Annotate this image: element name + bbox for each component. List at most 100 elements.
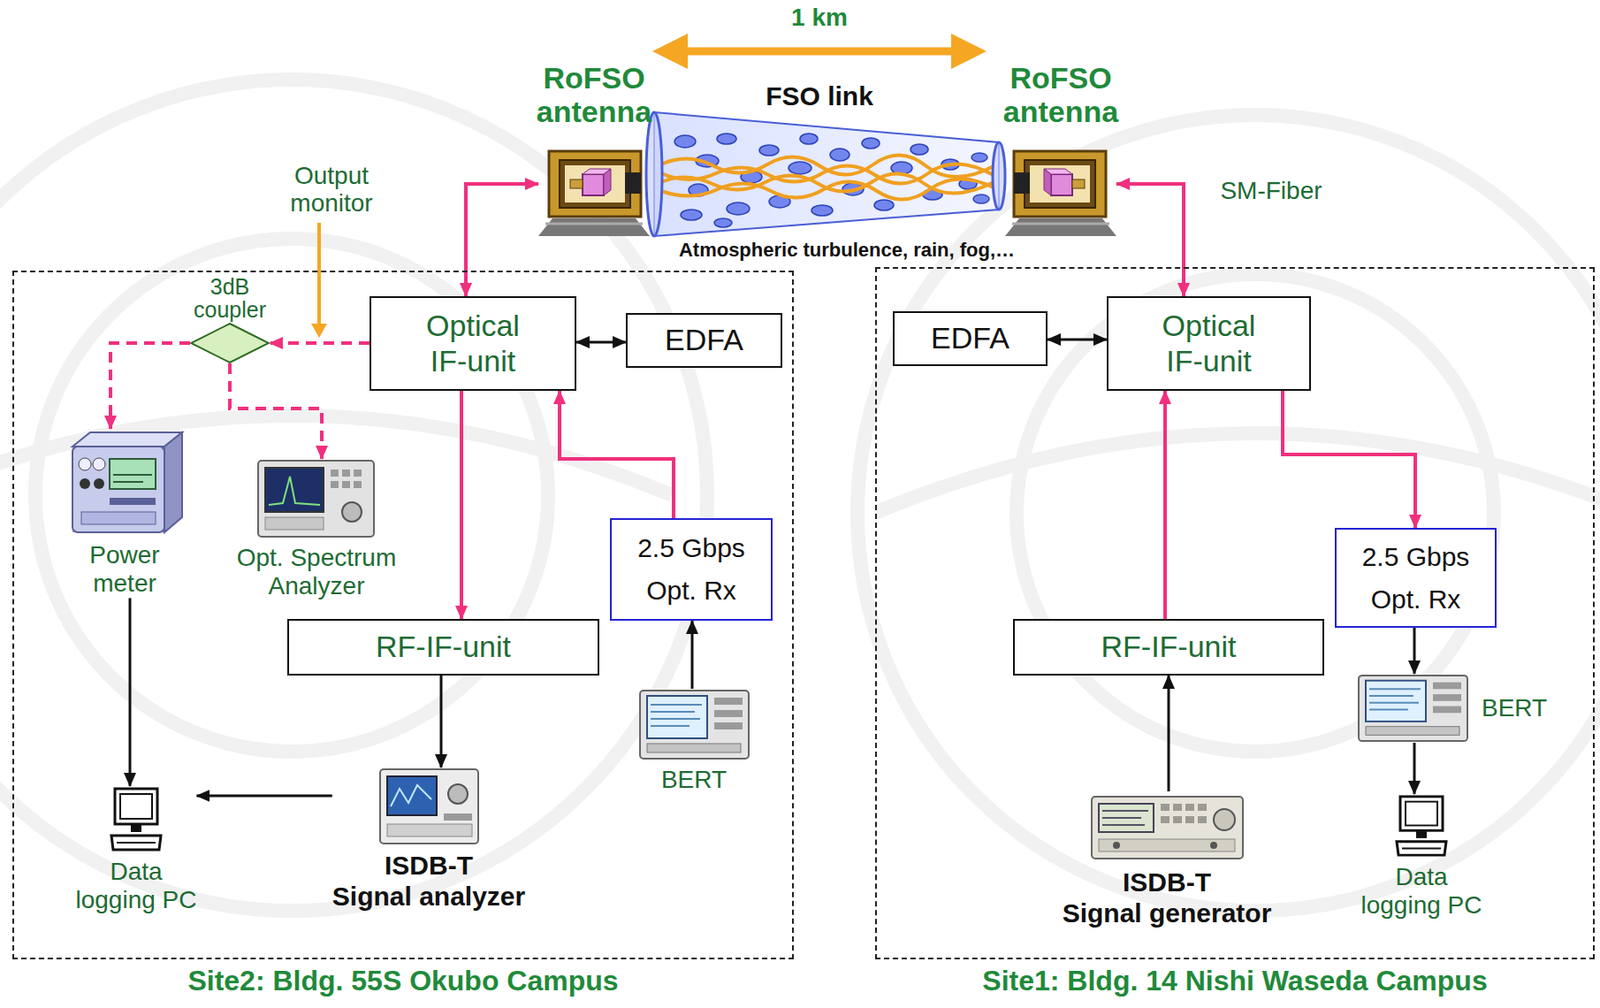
signal-generator-icon-part [1185,815,1195,823]
process-box: EDFA [625,312,783,368]
antenna-picture-part [564,165,625,203]
antenna-picture-part [538,218,650,237]
distance-arrow [652,33,987,69]
bert-instrument-text: BERT [661,765,727,794]
logging-pc-icon-part [1401,846,1441,849]
electrical-connector [1413,627,1417,674]
fso-beam-part [714,218,732,228]
signal-analyzer-icon-part [387,823,473,837]
logging-pc-icon-part [107,785,165,853]
fso-beam-part [726,202,750,215]
monitor-pointer [311,222,328,338]
power-meter-icon-part [63,428,187,536]
rofso-antenna: RoFSO antenna [538,147,650,237]
electrical-connector [1167,675,1171,792]
bert-instrument-icon-part [640,690,749,759]
electrical-connector [576,341,626,344]
signal-analyzer: ISDB-T Signal analyzer [332,767,526,912]
fso-beam-part [800,133,818,145]
fso-beam-part [759,144,779,156]
spectrum-analyzer-icon-part [330,469,362,488]
monitor-pointer-part [311,323,328,338]
power-meter-icon-part [78,457,92,471]
optical-connector [1116,183,1184,297]
signal-generator-icon-part [1160,803,1207,823]
watermark-part [0,79,708,911]
antenna-picture-part [1029,165,1090,203]
logging-pc-icon-part [120,793,153,819]
spectrum-analyzer-icon-part [342,480,351,488]
process-box-text: EDFA [664,322,744,358]
fso-beam-part [661,178,994,199]
process-box-text: Optical IF-unit [426,308,520,378]
bert-instrument-icon-part [1432,706,1462,714]
logging-pc-icon-part [111,835,161,850]
bert-instrument-icon-part [1358,675,1468,741]
bert-instrument-icon-part [714,697,743,705]
signal-analyzer-text: ISDB-T Signal analyzer [332,850,526,912]
bert-instrument-icon-part [1356,673,1470,743]
antenna-picture-part [624,172,641,194]
watermark-part [857,114,1600,911]
fso-beam-part [654,112,999,237]
logging-pc-icon-part [1396,841,1447,855]
watermark-part [1016,274,1494,752]
electrical-connector [691,620,694,689]
electrical-connector [440,675,443,768]
watermark [0,79,1600,911]
logging-pc: Data logging PC [1361,793,1483,920]
fso-beam-part [661,154,994,199]
bert-instrument-icon [1356,673,1470,743]
spectrum-analyzer-icon-part [258,460,374,537]
logging-pc-icon-part [130,823,142,832]
process-box-text: EDFA [930,320,1010,356]
signal-generator-icon-part [1102,810,1149,825]
power-meter-icon-part [93,478,105,489]
spectrum-analyzer-icon-part [353,469,362,477]
optical-connector [110,342,191,429]
signal-analyzer-icon-part [390,784,432,807]
process-box: Optical IF-unit [369,296,577,391]
antenna-picture-part [545,222,643,226]
spectrum-analyzer-icon-part [256,458,376,539]
signal-generator-icon-part [1160,803,1170,811]
power-meter-icon-part [113,474,153,482]
fso-beam-part [674,133,990,228]
bert-instrument-icon-part [1432,682,1462,690]
optical-connector [465,183,539,297]
coupler-shape-part [190,323,269,363]
signal-generator-icon-part [1089,791,1245,862]
antenna-picture-part [538,147,650,237]
bert-instrument-icon-part [647,743,741,753]
site-region: Site1: Bldg. 14 Nishi Waseda CampusEDFAO… [875,266,1595,960]
signal-generator-icon-part [1098,803,1154,832]
receiver-box: 2.5 Gbps Opt. Rx [609,518,773,621]
power-meter-icon-part [72,432,183,533]
antenna-picture-part [1024,160,1096,208]
process-box: Optical IF-unit [1106,296,1311,391]
fso-beam-part [992,142,1006,210]
antenna-picture [1005,147,1117,237]
bert-instrument-icon [638,688,751,761]
signal-analyzer-icon-part [378,767,480,846]
optical-connector [459,390,464,619]
fso-beam-part [861,137,880,149]
antenna-picture-part [570,179,583,189]
fso-beam-part [680,209,702,221]
antenna-picture-part [1005,147,1117,237]
power-meter: Power meter [63,428,187,598]
antenna-picture-part [1072,179,1085,189]
optical-connector [1163,390,1167,619]
spectrum-analyzer-icon-part [330,480,339,488]
antenna-picture-part [582,174,604,196]
bert-instrument-icon-part [647,695,708,739]
power-meter-icon-part [109,497,156,505]
monitor-label: Output monitor [289,162,373,218]
electrical-connector [196,794,332,798]
logging-pc-text: Data logging PC [76,857,198,915]
process-box: RF-IF-unit [287,618,600,676]
spectrum-analyzer-icon-part [353,480,362,488]
bert-instrument-icon-part [714,722,743,730]
logging-pc-icon-part [1416,830,1427,839]
